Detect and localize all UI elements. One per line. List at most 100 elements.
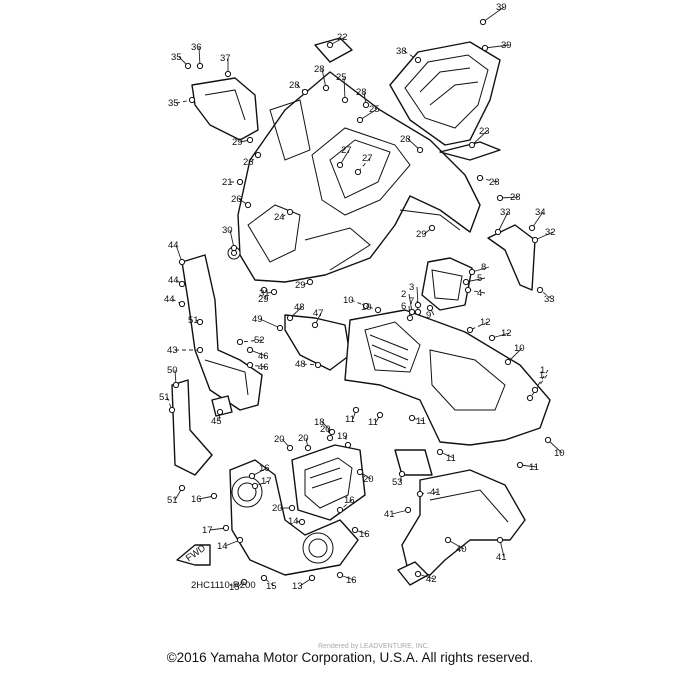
callout-35: 35: [168, 98, 179, 109]
fastener-icon: [408, 414, 416, 422]
fastener-icon: [526, 394, 534, 402]
callout-30: 30: [222, 225, 233, 236]
callout-28: 28: [489, 177, 500, 188]
leader-line: [359, 108, 378, 121]
part-53-bracket: [394, 449, 433, 476]
callout-2: 2: [401, 289, 406, 300]
fastener-icon: [196, 346, 204, 354]
callout-46: 46: [258, 351, 269, 362]
fastener-icon: [536, 286, 544, 294]
callout-39: 39: [501, 40, 512, 51]
callout-9: 9: [426, 310, 431, 321]
part-22-plate: [314, 37, 353, 63]
callout-11: 11: [529, 462, 539, 473]
part-35-side-deflector: [191, 77, 259, 141]
leader-line: [507, 347, 523, 363]
part-1-dashboard: [344, 309, 551, 446]
leader-line: [539, 289, 553, 300]
callout-40: 40: [456, 544, 467, 555]
fastener-icon: [354, 168, 362, 176]
part-32-side-panel: [487, 224, 536, 291]
callout-12: 12: [501, 328, 512, 339]
fastener-icon: [496, 536, 504, 544]
fastener-icon: [240, 578, 248, 586]
fastener-icon: [468, 268, 476, 276]
fastener-icon: [178, 280, 186, 288]
fastener-icon: [336, 506, 344, 514]
callout-28: 28: [510, 192, 521, 203]
fastener-icon: [260, 286, 268, 294]
fastener-icon: [414, 301, 422, 309]
callout-44: 44: [168, 240, 179, 251]
part-47-cover: [284, 314, 351, 371]
callout-33: 33: [500, 207, 511, 218]
callout-41: 41: [496, 552, 507, 563]
fastener-icon: [328, 428, 336, 436]
callout-17: 17: [261, 476, 272, 487]
part-45-bracket: [211, 395, 233, 417]
leader-line: [339, 499, 353, 511]
callout-20: 20: [272, 503, 283, 514]
callout-51: 51: [167, 495, 178, 506]
callout-5: 5: [477, 273, 482, 284]
fastener-icon: [398, 470, 406, 478]
fastener-icon: [178, 484, 186, 492]
fastener-icon: [222, 524, 230, 532]
callout-13: 13: [292, 581, 303, 592]
callout-16: 16: [346, 575, 357, 586]
callout-26: 26: [243, 157, 254, 168]
fastener-icon: [326, 41, 334, 49]
copyright-notice: ©2016 Yamaha Motor Corporation, U.S.A. A…: [166, 650, 534, 665]
fastener-icon: [341, 96, 349, 104]
fastener-icon: [336, 571, 344, 579]
fastener-icon: [178, 300, 186, 308]
callout-51: 51: [188, 315, 199, 326]
callout-1: 1: [539, 370, 544, 381]
leader-line: [343, 76, 346, 101]
leader-line: [534, 369, 549, 391]
callout-29: 29: [258, 294, 269, 305]
callout-35: 35: [171, 52, 182, 63]
fastener-icon: [286, 314, 294, 322]
callout-52: 52: [254, 335, 265, 346]
callout-33: 33: [544, 294, 555, 305]
part-43-left-panel: [181, 254, 263, 411]
callout-12: 12: [480, 317, 491, 328]
leader-line: [484, 44, 510, 49]
callout-1: 1: [540, 365, 545, 376]
callout-28: 28: [400, 134, 411, 145]
fastener-icon: [178, 258, 186, 266]
callout-4: 4: [477, 288, 482, 299]
fastener-icon: [270, 288, 278, 296]
callout-27: 27: [362, 153, 373, 164]
callout-15: 15: [266, 581, 277, 592]
fastener-icon: [544, 436, 552, 444]
fastener-icon: [494, 228, 502, 236]
callout-28: 28: [289, 80, 300, 91]
callout-20: 20: [363, 474, 374, 485]
callout-20: 20: [320, 424, 331, 435]
fastener-icon: [244, 201, 252, 209]
leader-line: [497, 211, 509, 233]
part-42-tab: [397, 561, 429, 586]
fastener-icon: [304, 444, 312, 452]
callout-14: 14: [288, 516, 299, 527]
leader-line: [350, 299, 367, 307]
fastener-icon: [298, 518, 306, 526]
fastener-icon: [188, 96, 196, 104]
callout-43: 43: [167, 345, 178, 356]
fastener-icon: [408, 308, 416, 316]
fastener-icon: [210, 492, 218, 500]
callout-37: 37: [220, 53, 231, 64]
callout-44: 44: [164, 294, 175, 305]
fastener-icon: [374, 306, 382, 314]
callout-48: 48: [294, 302, 305, 313]
callout-8: 8: [481, 262, 486, 273]
callout-49: 49: [252, 314, 263, 325]
fastener-icon: [352, 406, 360, 414]
fastener-icon: [248, 472, 256, 480]
part-21-front-body: [237, 71, 481, 283]
diagram-code: 2HC1110-R200: [191, 580, 256, 591]
